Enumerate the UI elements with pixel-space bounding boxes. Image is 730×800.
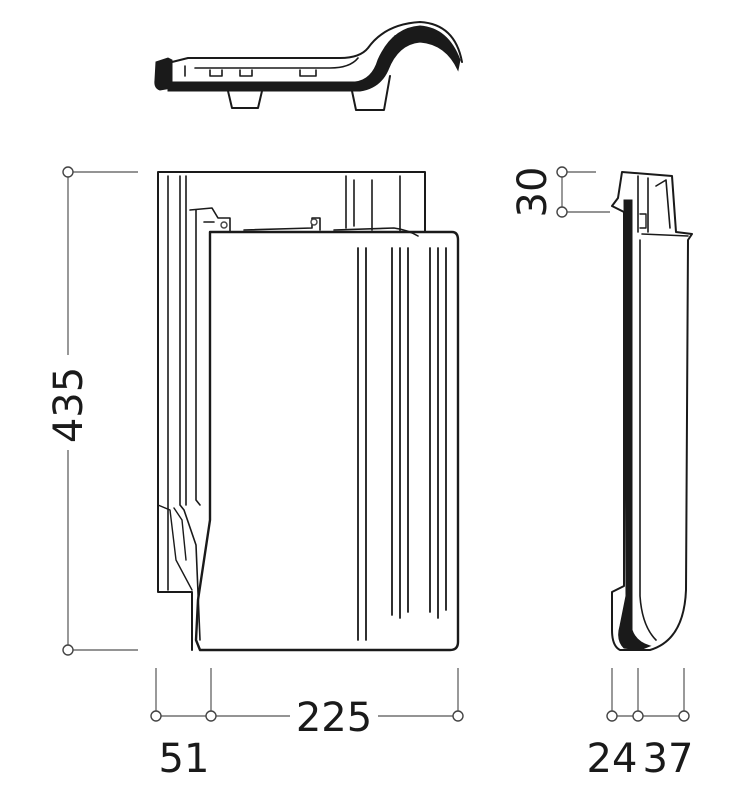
side-dark-edge (618, 199, 652, 651)
section-nib-left (227, 90, 263, 109)
front-outer-outline (157, 171, 426, 651)
front-left-channel (167, 175, 201, 641)
dimension-node (62, 166, 74, 178)
dimension-node (452, 710, 464, 722)
dimension-width: 225 51 (150, 668, 464, 782)
dimension-node (150, 710, 162, 722)
front-head-hook-middle (243, 217, 321, 231)
side-inner-line (637, 175, 689, 641)
front-main-face (194, 230, 460, 652)
dimension-node (62, 644, 74, 656)
side-outline (611, 171, 693, 651)
dimension-node (606, 710, 618, 722)
dimension-node (678, 710, 690, 722)
dimension-height-label: 435 (46, 367, 92, 443)
front-nail-hole-middle (310, 218, 318, 226)
front-top-right-lugs (345, 175, 401, 233)
dimension-top-offset-label: 30 (510, 167, 556, 218)
dimension-node (632, 710, 644, 722)
front-head-hook-right (333, 227, 419, 237)
dimension-node (556, 166, 568, 178)
tile-side-view (611, 171, 693, 651)
section-inner-rib (184, 32, 441, 77)
dimension-node (556, 206, 568, 218)
front-nail-hole-left (220, 221, 228, 229)
front-left-channel-detail (157, 504, 193, 591)
dimension-top-offset: 30 (510, 166, 610, 218)
section-upper-outline (171, 21, 463, 63)
dimension-node (205, 710, 217, 722)
side-top-lug (639, 213, 647, 229)
tile-front-view (157, 171, 460, 652)
front-head-hook-left (189, 207, 231, 233)
dimension-thickness-b-label: 37 (643, 736, 694, 782)
section-nib-right (351, 75, 391, 111)
dimension-thickness-a-label: 24 (587, 736, 638, 782)
section-bottom-chord (167, 25, 461, 92)
tile-cross-section-view (154, 21, 463, 111)
dimension-thickness: 24 37 (587, 668, 694, 782)
dimension-left-offset-label: 51 (159, 736, 210, 782)
section-lugs (209, 69, 317, 77)
dimension-height: 435 (46, 166, 138, 656)
dimension-width-label: 225 (296, 695, 372, 741)
